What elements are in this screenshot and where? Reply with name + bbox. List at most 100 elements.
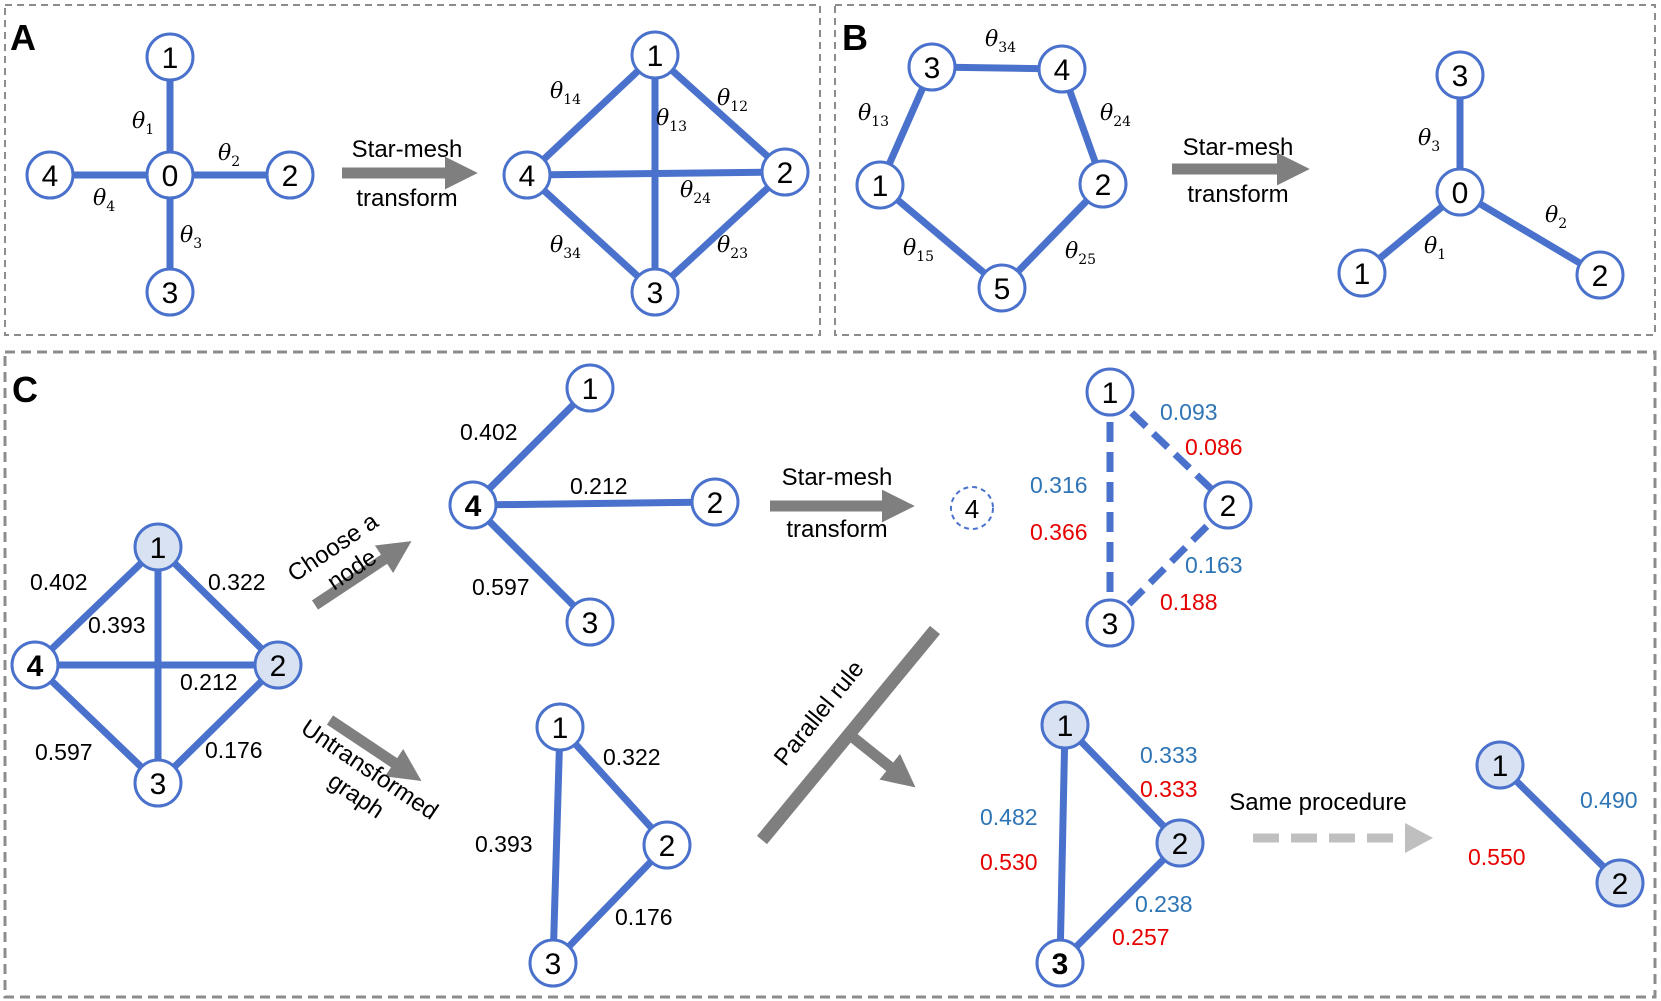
panel-c-star-mesh-arrow: Star-mesh transform — [770, 464, 915, 543]
node: 3 — [630, 267, 680, 317]
node: 1 — [1337, 248, 1387, 298]
panel-c-reduced-weights: 0.333 0.333 0.482 0.530 0.238 0.257 — [980, 742, 1198, 950]
panel-c-reduced-nodes: 1 2 3 — [1035, 700, 1205, 988]
node: 3 — [133, 758, 183, 808]
svg-text:1: 1 — [1354, 258, 1371, 291]
weight-blue: 0.333 — [1140, 742, 1198, 768]
panel-b-star-nodes: 3 0 1 2 — [1337, 50, 1625, 300]
svg-text:4: 4 — [519, 160, 536, 193]
svg-text:2: 2 — [777, 157, 794, 190]
svg-text:3: 3 — [1452, 60, 1469, 93]
svg-text:1: 1 — [1057, 710, 1074, 743]
edge-label: θ15 — [903, 236, 934, 265]
node-highlighted: 1 — [133, 522, 183, 572]
node: 3 — [528, 938, 578, 988]
untransformed-label: Untransformed graph — [280, 714, 448, 853]
edge-label: θ25 — [1065, 239, 1096, 268]
panel-c-mesh-result-nodes: 1 2 3 — [1085, 367, 1253, 648]
edge-weight: 0.393 — [475, 831, 533, 857]
removed-node: 4 — [950, 486, 994, 530]
arrow-label-line1: Star-mesh — [1183, 134, 1294, 161]
node: 0 — [145, 150, 195, 200]
panel-b-label: B — [842, 17, 868, 58]
node-chosen: 3 — [1035, 938, 1085, 988]
node: 2 — [265, 150, 315, 200]
edge-weight: 0.322 — [208, 569, 266, 595]
panel-c-final-nodes: 1 2 — [1475, 740, 1645, 908]
panel-a-mesh-edge-labels: θ14 θ12 θ13 θ24 θ34 θ23 — [550, 79, 748, 262]
panel-c-chosen-star-nodes: 4 1 2 3 — [448, 363, 740, 647]
panel-c-original-nodes: 1 2 3 4 — [10, 522, 303, 808]
node-highlighted: 2 — [253, 640, 303, 690]
edge-label: θ14 — [550, 79, 581, 108]
svg-text:1: 1 — [1492, 750, 1509, 783]
panel-c-original-weights: 0.402 0.322 0.393 0.212 0.597 0.176 — [30, 569, 266, 765]
panel-a-label: A — [10, 17, 36, 58]
arrow-label-line2: transform — [1187, 181, 1288, 208]
weight-red: 0.188 — [1160, 589, 1218, 615]
node: 1 — [630, 30, 680, 80]
node: 2 — [690, 477, 740, 527]
parallel-rule-label: Parallel rule — [769, 656, 870, 771]
panel-a-transform-arrow: Star-mesh transform — [342, 136, 478, 212]
arrow-label-line2: transform — [786, 516, 887, 543]
panel-a-mesh-graph — [524, 52, 788, 295]
svg-text:4: 4 — [465, 490, 482, 523]
edge-label: θ24 — [1100, 101, 1131, 130]
node-highlighted: 2 — [1155, 818, 1205, 868]
panel-c-label: C — [12, 369, 38, 410]
svg-text:4: 4 — [27, 650, 44, 683]
weight-blue: 0.482 — [980, 804, 1038, 830]
panel-b-ring-nodes: 3 4 1 2 5 — [855, 42, 1128, 313]
node: 3 — [1085, 598, 1135, 648]
choose-node-arrow: Choose a node — [283, 507, 412, 610]
edge-weight: 0.176 — [615, 904, 673, 930]
edge-label: θ3 — [180, 223, 202, 252]
weight-red: 0.530 — [980, 849, 1038, 875]
svg-text:4: 4 — [965, 494, 979, 524]
untransformed-arrow: Untransformed graph — [280, 714, 448, 853]
edge-weight: 0.212 — [180, 669, 238, 695]
node: 3 — [145, 267, 195, 317]
node: 2 — [642, 820, 692, 870]
panel-c-chosen-star-weights: 0.402 0.212 0.597 — [460, 419, 628, 600]
node: 2 — [1078, 159, 1128, 209]
svg-text:2: 2 — [1220, 490, 1237, 523]
panel-c-mesh-result-graph — [1106, 389, 1231, 626]
svg-text:1: 1 — [150, 532, 167, 565]
arrow-label-line1: Star-mesh — [352, 136, 463, 163]
arrow-label-line1: Star-mesh — [782, 464, 893, 491]
panel-a-border — [4, 4, 821, 336]
svg-text:2: 2 — [1592, 260, 1609, 293]
edge-weight: 0.402 — [30, 569, 88, 595]
node: 3 — [907, 42, 957, 92]
panel-c-untransformed-weights: 0.322 0.393 0.176 — [475, 744, 673, 930]
weight-red: 0.257 — [1112, 924, 1170, 950]
svg-text:4: 4 — [42, 160, 59, 193]
panel-b-star-edge-labels: θ3 θ1 θ2 — [1418, 126, 1567, 263]
svg-text:1: 1 — [552, 712, 569, 745]
svg-text:1: 1 — [872, 170, 889, 203]
edge-label: θ24 — [680, 178, 711, 207]
svg-text:1: 1 — [162, 42, 179, 75]
node: 2 — [1575, 250, 1625, 300]
weight-red: 0.333 — [1140, 776, 1198, 802]
svg-text:1: 1 — [1102, 377, 1119, 410]
edge-weight: 0.212 — [570, 473, 628, 499]
svg-text:3: 3 — [647, 277, 664, 310]
parallel-rule: Parallel rule — [756, 625, 941, 845]
panel-a-mesh-nodes: 1 2 3 4 — [502, 30, 810, 317]
node: 4 — [25, 150, 75, 200]
weight-red: 0.086 — [1185, 434, 1243, 460]
panel-c-final-weights: 0.490 0.550 — [1468, 787, 1638, 870]
svg-text:3: 3 — [924, 52, 941, 85]
panel-a-star-nodes: 0 1 2 3 4 — [25, 32, 315, 317]
edge-label: θ2 — [1545, 203, 1567, 232]
node: 1 — [1085, 367, 1135, 417]
node-highlighted: 2 — [1595, 858, 1645, 908]
svg-text:3: 3 — [162, 277, 179, 310]
edge-weight: 0.176 — [205, 737, 263, 763]
svg-text:0: 0 — [162, 160, 179, 193]
panel-a: A 0 1 2 3 4 θ1 θ2 θ3 θ4 Star-mesh transf… — [4, 4, 821, 336]
panel-b-star-graph — [1359, 75, 1602, 279]
